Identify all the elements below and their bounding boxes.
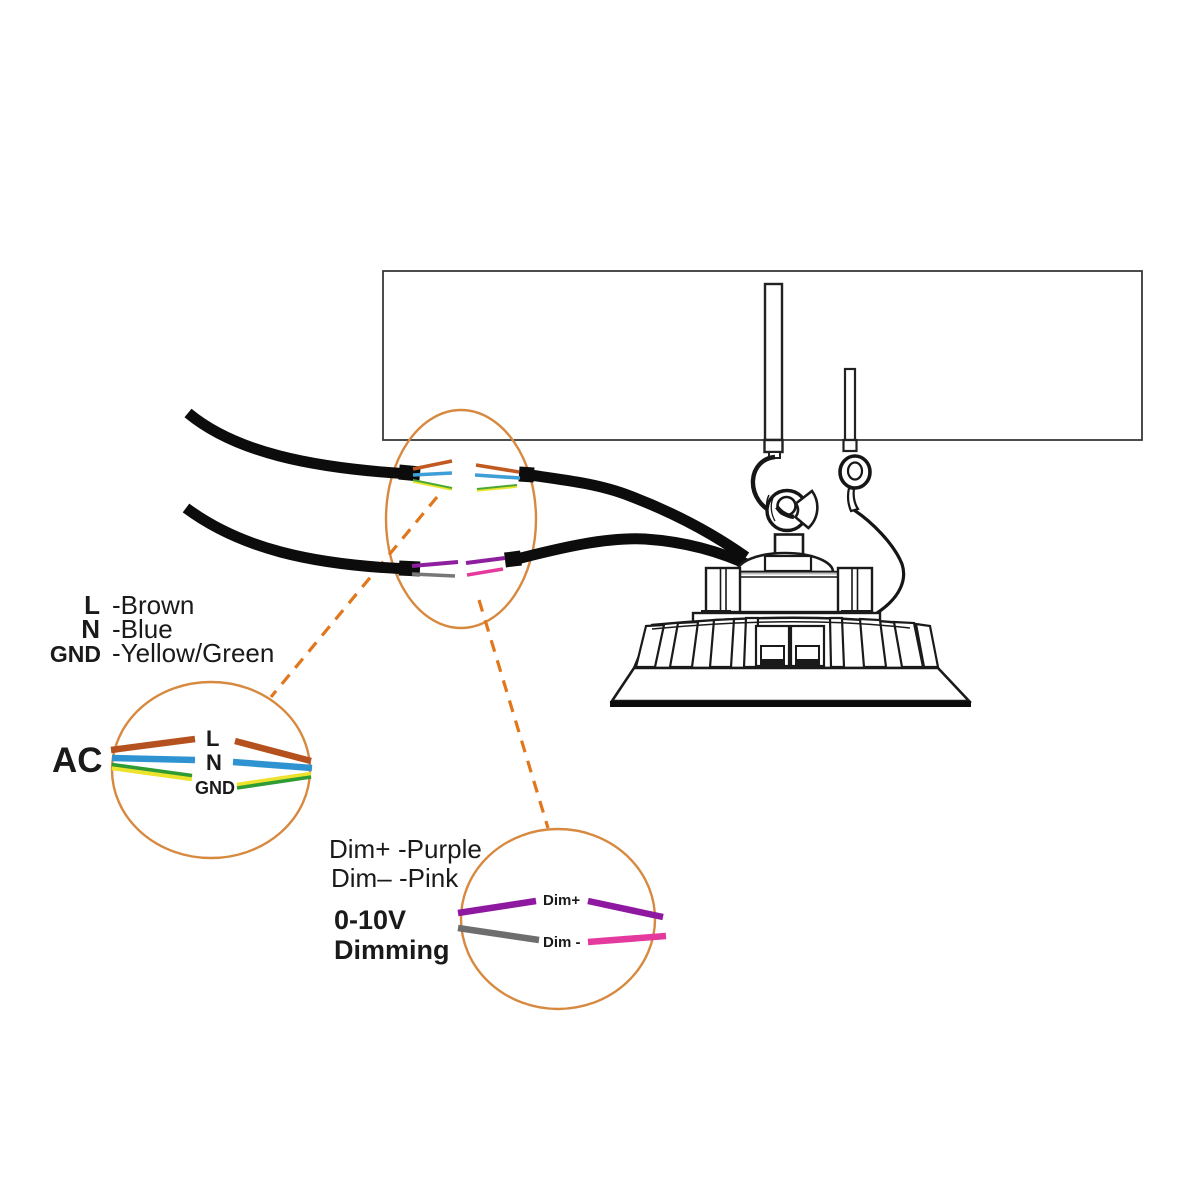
svg-text:Dim -: Dim - — [543, 934, 581, 951]
svg-text:Dim+: Dim+ — [543, 892, 580, 909]
svg-text:N: N — [206, 750, 222, 775]
svg-text:-Blue: -Blue — [112, 614, 173, 644]
svg-text:Dim+: Dim+ — [329, 834, 390, 864]
svg-text:Dim–: Dim– — [331, 863, 392, 893]
svg-text:GND: GND — [195, 778, 235, 798]
svg-text:-Brown: -Brown — [112, 590, 194, 620]
svg-text:0-10V: 0-10V — [334, 905, 406, 935]
svg-text:-Pink: -Pink — [399, 863, 459, 893]
svg-text:-Purple: -Purple — [398, 834, 482, 864]
svg-text:Dimming: Dimming — [334, 935, 450, 965]
svg-text:L: L — [84, 590, 100, 620]
svg-text:L: L — [206, 726, 219, 751]
svg-text:AC: AC — [52, 741, 103, 780]
svg-text:N: N — [81, 614, 100, 644]
svg-text:-Yellow/Green: -Yellow/Green — [112, 638, 274, 668]
svg-text:GND: GND — [50, 641, 101, 667]
